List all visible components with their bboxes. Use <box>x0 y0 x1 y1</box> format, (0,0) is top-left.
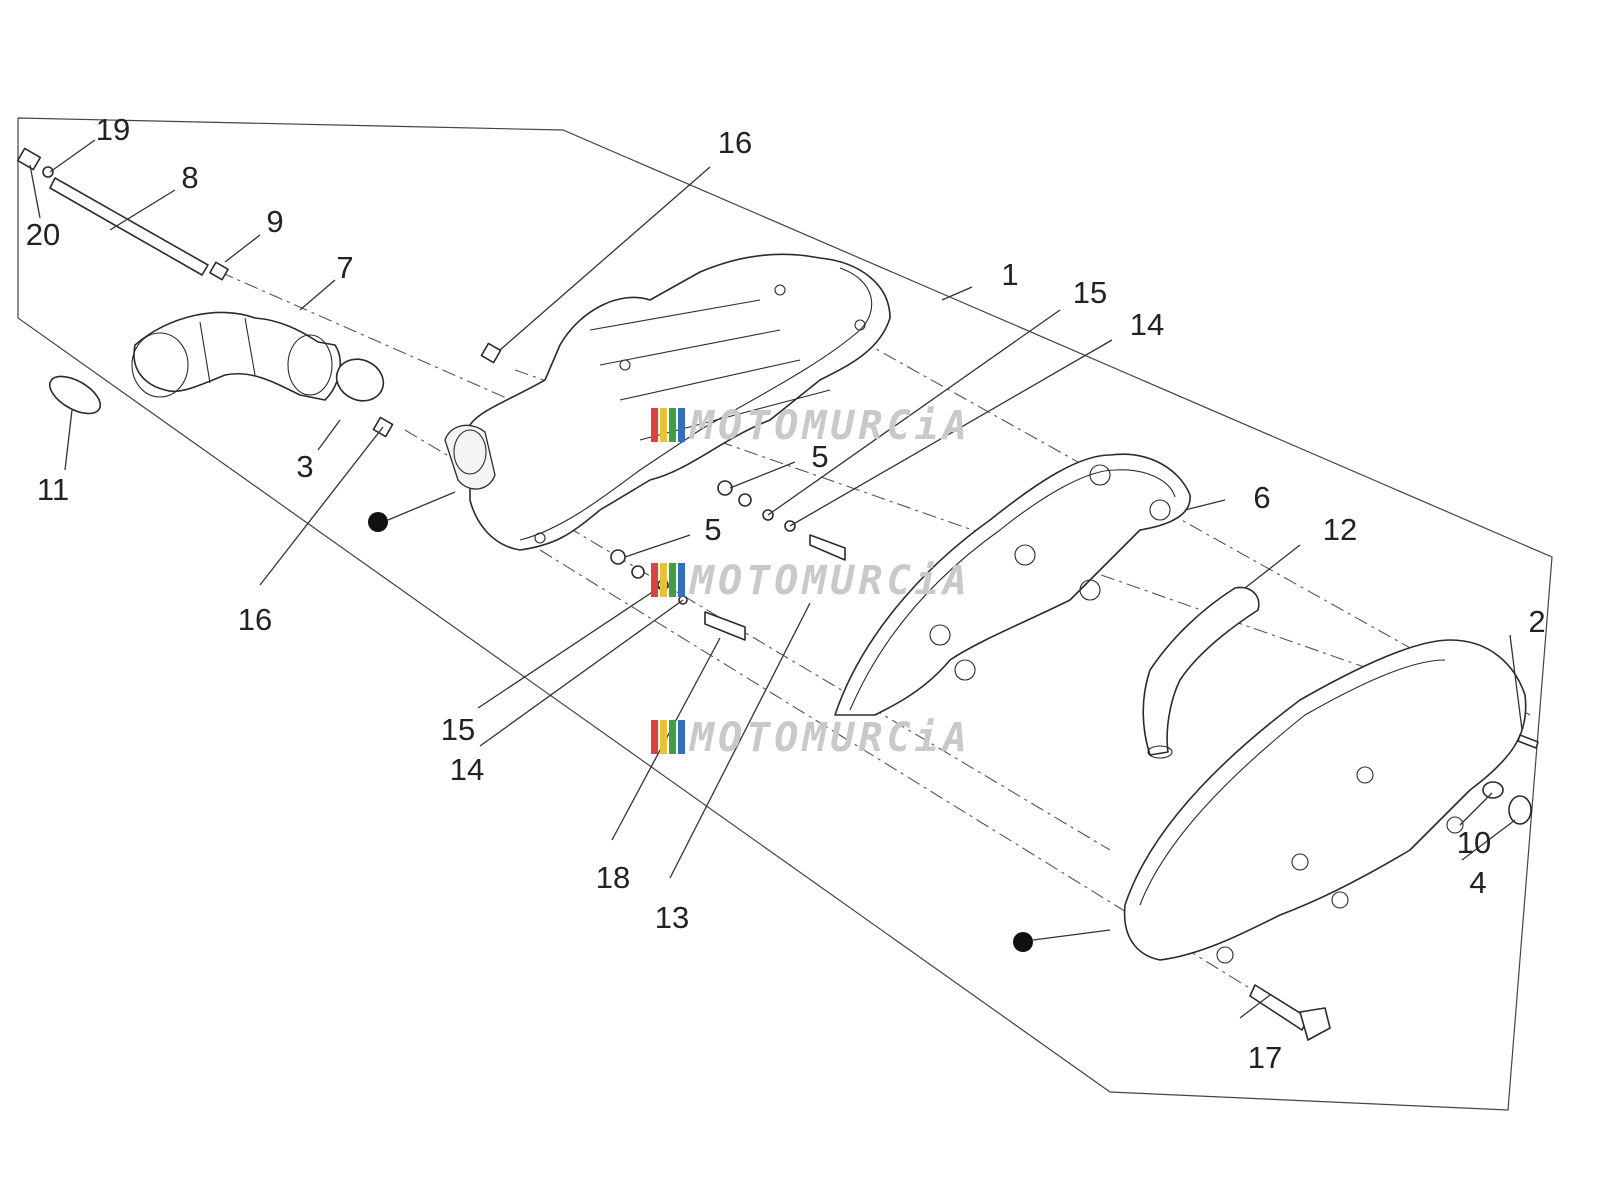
reference-dot <box>368 512 388 532</box>
airbox-body-part <box>444 253 891 551</box>
callout-16-upper: 16 <box>718 125 752 160</box>
callout-18: 18 <box>596 860 630 895</box>
callout-13: 13 <box>655 900 689 935</box>
callout-16-lower: 16 <box>238 602 272 637</box>
callout-11: 11 <box>37 472 69 507</box>
watermark-logo: MOTOMURCiA <box>651 403 971 449</box>
callout-2: 2 <box>1528 604 1545 639</box>
filter-gasket-part <box>834 453 1191 716</box>
callout-labels: 1 2 3 4 5 5 6 7 8 9 10 11 12 13 14 14 15… <box>26 112 1546 1075</box>
callout-3: 3 <box>296 449 313 484</box>
callout-15-upper: 15 <box>1073 275 1107 310</box>
callout-1: 1 <box>1001 257 1018 292</box>
callout-12: 12 <box>1323 512 1357 547</box>
intake-duct-part <box>131 311 341 401</box>
callout-19: 19 <box>96 112 130 147</box>
callout-8: 8 <box>181 160 198 195</box>
breather-pipe-part <box>1142 586 1260 759</box>
watermark-text: MOTOMURCiA <box>688 715 971 761</box>
assembly-boundary <box>17 117 1553 1111</box>
tube-part <box>49 177 209 276</box>
watermark-text: MOTOMURCiA <box>688 558 971 604</box>
reference-dot <box>1013 932 1033 952</box>
callout-4: 4 <box>1469 865 1486 900</box>
callout-5-upper: 5 <box>811 439 828 474</box>
callout-7: 7 <box>336 250 353 285</box>
callout-10: 10 <box>1457 825 1491 860</box>
callout-5-lower: 5 <box>704 512 721 547</box>
callout-17: 17 <box>1248 1040 1282 1075</box>
callout-20: 20 <box>26 217 60 252</box>
watermark-text: MOTOMURCiA <box>688 403 971 449</box>
callout-9: 9 <box>266 204 283 239</box>
callout-6: 6 <box>1253 480 1270 515</box>
watermark-logo: MOTOMURCiA <box>651 558 971 604</box>
filter-cover-part <box>1123 639 1527 964</box>
watermark-logo: MOTOMURCiA <box>651 715 971 761</box>
watermark: MOTOMURCiA MOTOMURCiA MOTOMURCiA <box>651 403 971 761</box>
callout-14-upper: 14 <box>1130 307 1164 342</box>
callout-15-lower: 15 <box>441 712 475 747</box>
callout-14-lower: 14 <box>450 752 484 787</box>
